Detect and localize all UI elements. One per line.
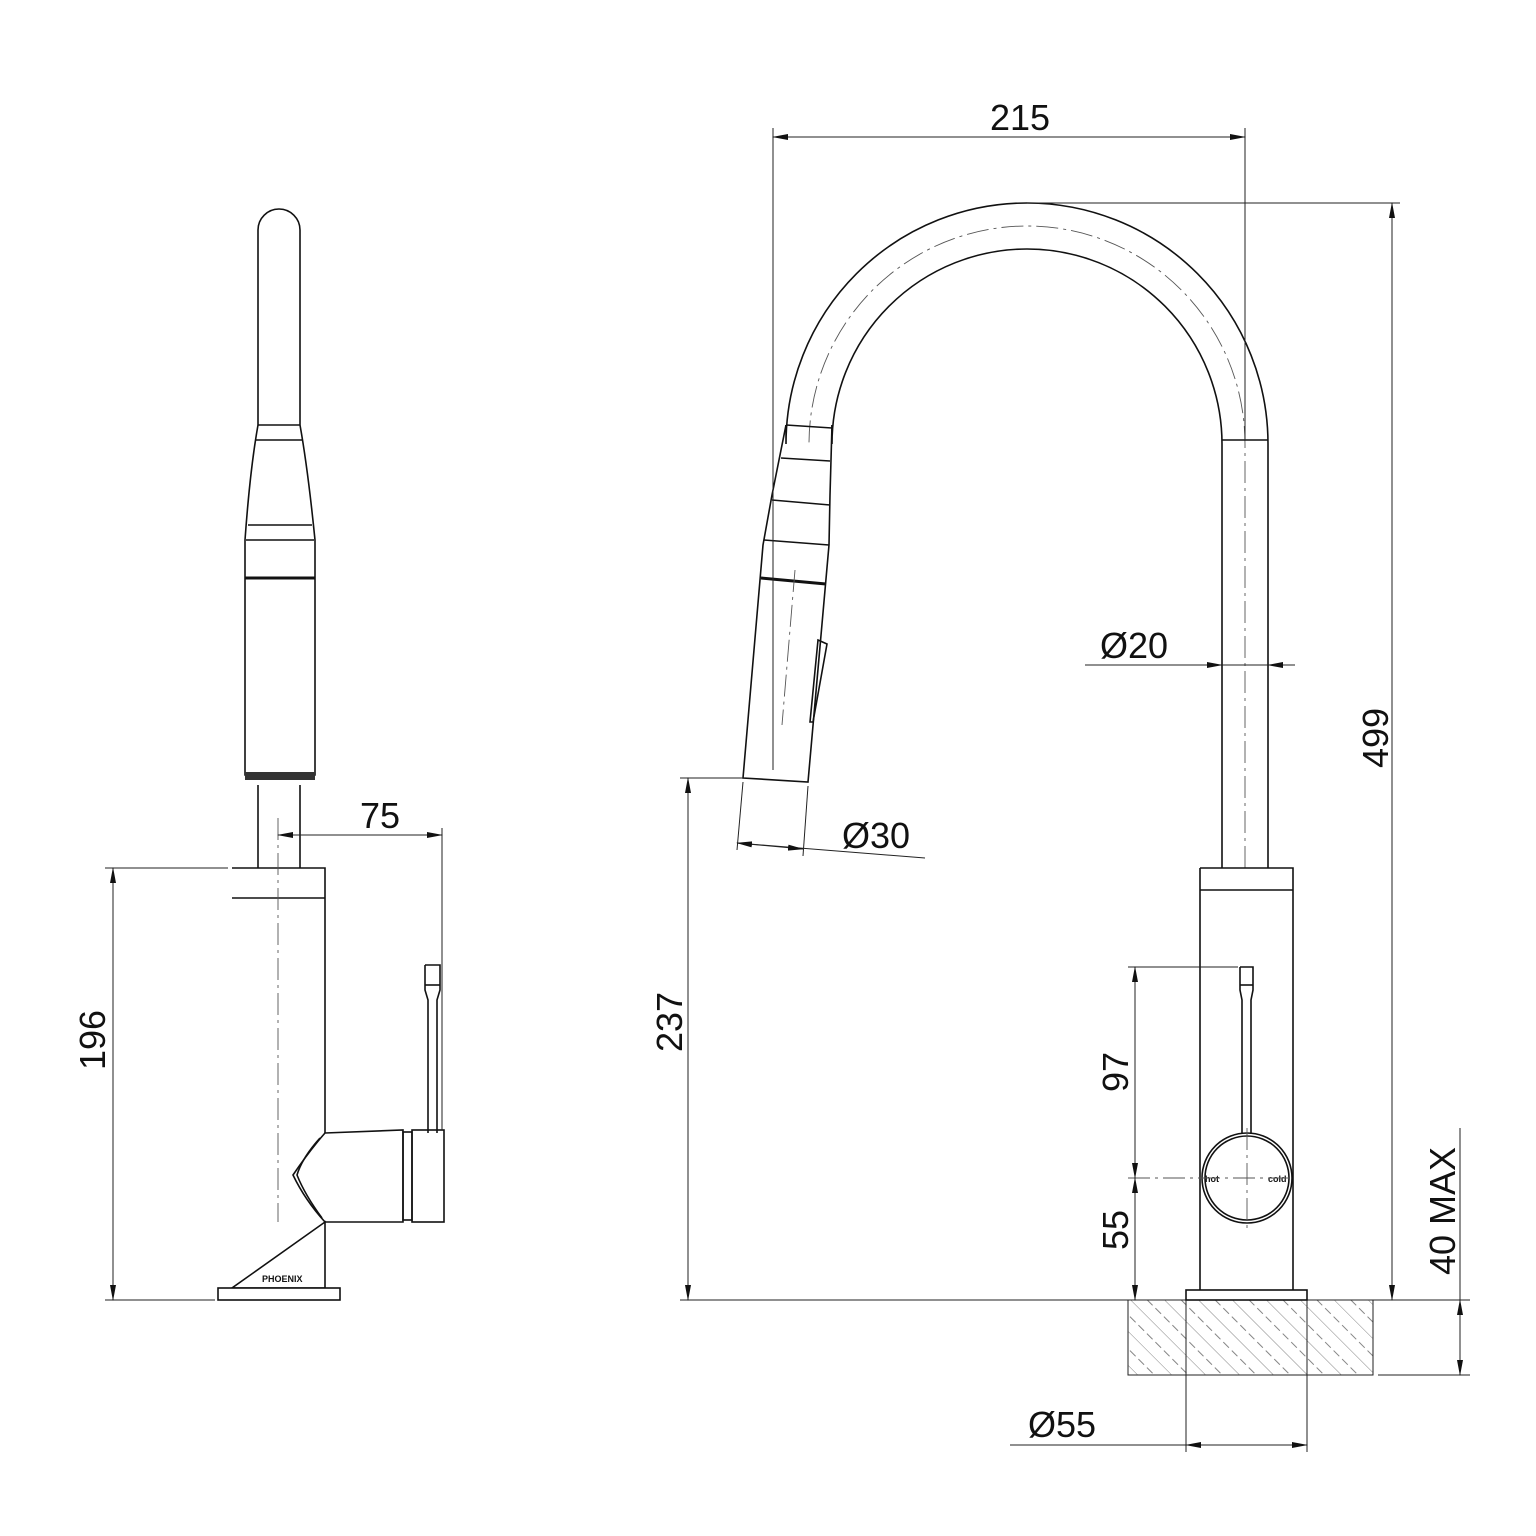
hot-label: hot (1205, 1174, 1219, 1184)
svg-text:55: 55 (1095, 1210, 1136, 1250)
spray-face (245, 772, 315, 780)
countertop-section (1127, 1299, 1374, 1376)
dimension-diameter-20: Ø20 (1085, 625, 1295, 668)
brand-mark: PHOENIX (262, 1274, 303, 1284)
dimension-499: 499 (1027, 202, 1400, 1301)
mixer-handle: hot cold (1201, 966, 1293, 1228)
svg-text:196: 196 (72, 1010, 113, 1070)
dimension-97: 97 (1095, 966, 1238, 1179)
cold-label: cold (1268, 1174, 1287, 1184)
spray-button (809, 638, 828, 723)
svg-text:Ø30: Ø30 (842, 815, 910, 856)
svg-text:Ø20: Ø20 (1100, 625, 1168, 666)
dimension-diameter-55: Ø55 (1010, 1300, 1308, 1452)
tap-body-front (1185, 867, 1308, 1301)
dimension-diameter-30: Ø30 (736, 781, 926, 859)
svg-text:75: 75 (360, 795, 400, 836)
svg-text:499: 499 (1355, 708, 1396, 768)
base-plate (217, 1287, 341, 1301)
svg-text:40 MAX: 40 MAX (1422, 1147, 1463, 1275)
side-view: PHOENIX 75 196 (72, 208, 445, 1301)
dimension-55: 55 (1095, 1177, 1138, 1301)
gooseneck-spout (785, 202, 1269, 868)
pullout-head-side (244, 208, 316, 780)
svg-text:97: 97 (1095, 1052, 1136, 1092)
dimension-196: 196 (72, 867, 228, 1301)
svg-text:237: 237 (649, 992, 690, 1052)
svg-text:215: 215 (990, 97, 1050, 138)
lever-side (292, 964, 445, 1223)
svg-text:Ø55: Ø55 (1028, 1404, 1096, 1445)
tap-body-side: PHOENIX (217, 867, 341, 1301)
front-view: hot cold 215 499 Ø20 Ø30 (649, 97, 1470, 1452)
dimension-215: 215 (772, 97, 1246, 770)
base-plate (1185, 1289, 1308, 1301)
pullout-head-front (742, 424, 833, 783)
dimension-40-max: 40 MAX (1378, 1128, 1470, 1376)
dimension-237: 237 (649, 777, 743, 1301)
dimension-75: 75 (277, 795, 443, 1130)
